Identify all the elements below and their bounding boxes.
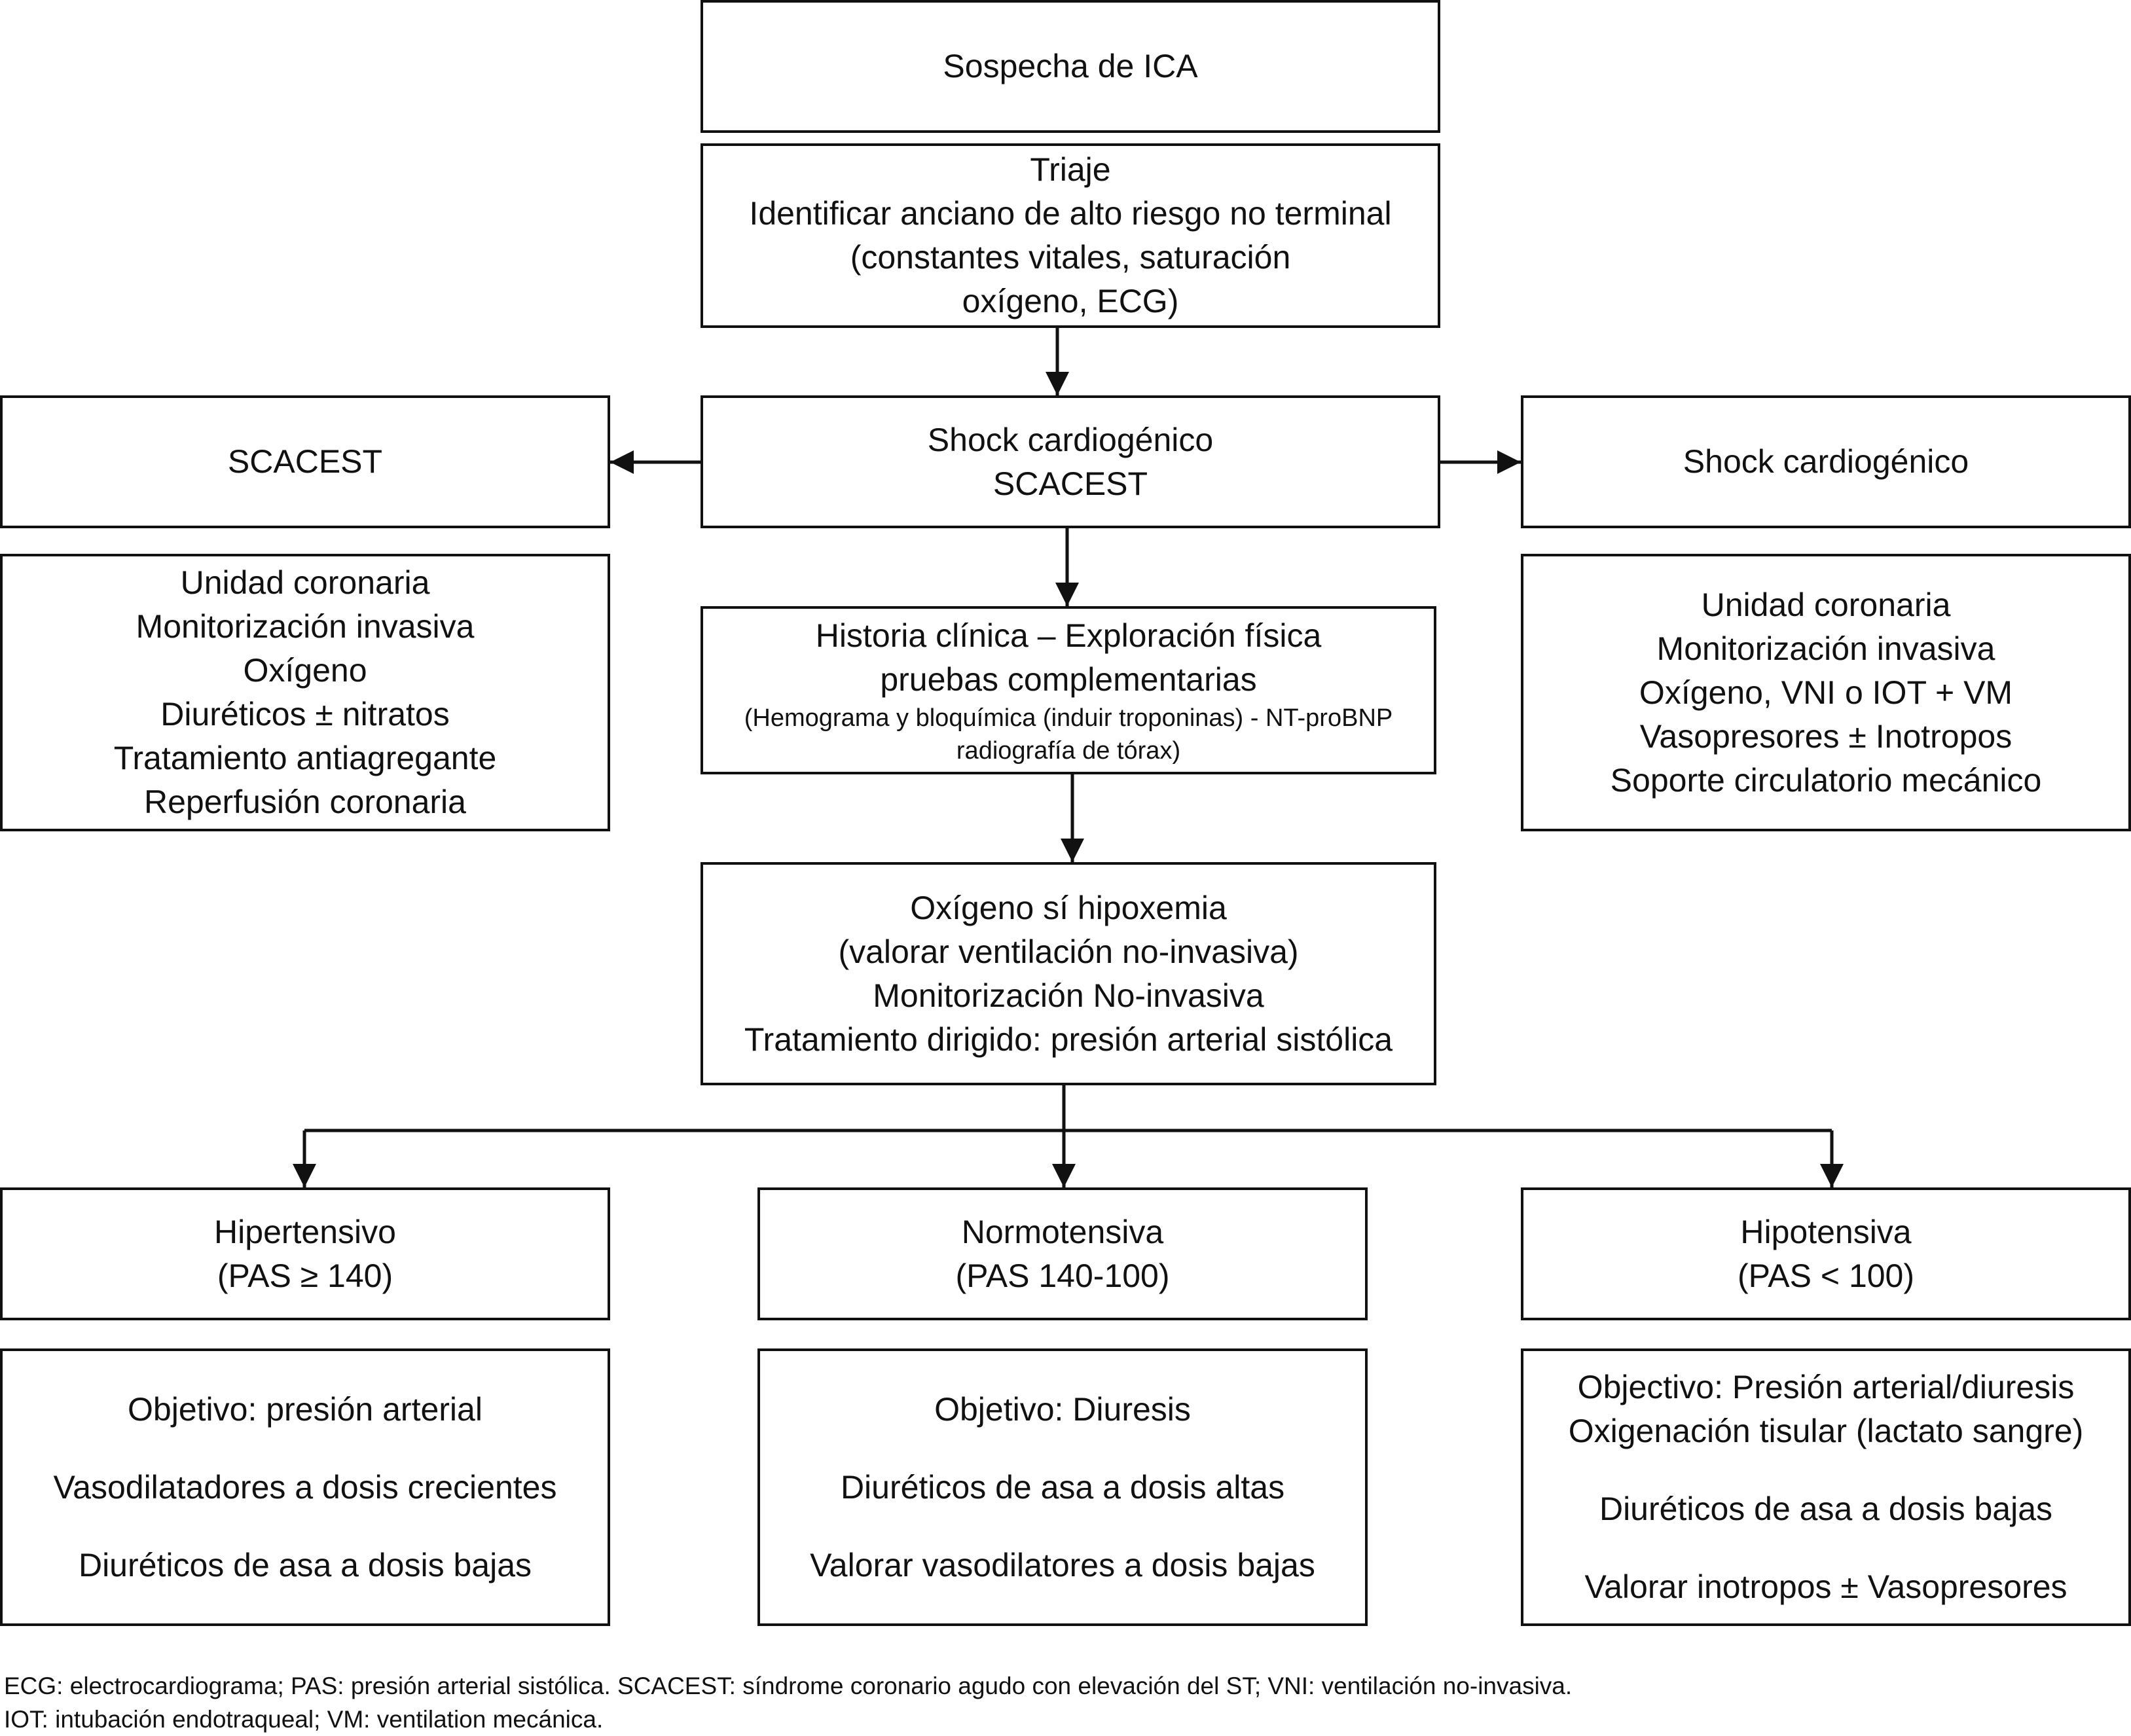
node-historia: Historia clínica – Exploración física pru… (701, 606, 1436, 774)
footnotes: ECG: electrocardiograma; PAS: presión ar… (4, 1669, 1572, 1736)
node-text: Sospecha de ICA (943, 48, 1198, 84)
node-text: Monitorización invasiva (136, 608, 475, 645)
node-text: (PAS < 100) (1737, 1257, 1915, 1294)
node-text: (PAS ≥ 140) (217, 1257, 393, 1294)
node-sospecha: Sospecha de ICA (701, 0, 1440, 133)
node-text: Monitorización No-invasiva (873, 977, 1264, 1014)
node-text: Oxigenación tisular (lactato sangre) (1568, 1413, 2084, 1449)
node-text: SCACEST (227, 443, 383, 480)
node-text: Shock cardiogénico (927, 421, 1214, 458)
node-text: Unidad coronaria (1701, 586, 1951, 623)
node-text: Identificar anciano de alto riesgo no te… (749, 195, 1392, 232)
node-text: SCACEST (993, 465, 1148, 502)
node-text: (PAS 140-100) (955, 1257, 1170, 1294)
node-text: Tratamiento dirigido: presión arterial s… (744, 1021, 1393, 1058)
node-text: pruebas complementarias (880, 660, 1257, 698)
node-text: oxígeno, ECG) (962, 283, 1179, 319)
node-text: Objetivo: Diuresis (934, 1390, 1191, 1428)
node-hipotensiva: Hipotensiva (PAS < 100) (1521, 1187, 2131, 1320)
node-text: Triaje (1030, 151, 1111, 188)
node-hipertensivo: Hipertensivo (PAS ≥ 140) (0, 1187, 610, 1320)
node-text: (valorar ventilación no-invasiva) (838, 933, 1299, 970)
node-shock-right: Shock cardiogénico (1521, 395, 2131, 528)
node-text: Oxígeno sí hipoxemia (910, 889, 1227, 926)
node-text: Diuréticos ± nitratos (160, 696, 450, 732)
node-normotensiva: Normotensiva (PAS 140-100) (757, 1187, 1368, 1320)
node-text: Tratamiento antiagregante (113, 740, 497, 776)
footnote-2: IOT: intubación endotraqueal; VM: ventil… (4, 1706, 604, 1733)
node-text: (constantes vitales, saturación (850, 239, 1291, 276)
node-text: Objetivo: presión arterial (128, 1390, 483, 1428)
node-text: Hipertensivo (214, 1213, 396, 1250)
node-text: Diuréticos de asa a dosis altas (840, 1468, 1285, 1506)
node-text: Shock cardiogénico (1683, 443, 1969, 480)
node-text: Normotensiva (961, 1213, 1164, 1250)
node-text: Diuréticos de asa a dosis bajas (78, 1546, 532, 1583)
node-oxigeno: Oxígeno sí hipoxemia (valorar ventilación… (701, 862, 1436, 1085)
node-text: radiografía de tórax) (956, 736, 1181, 765)
node-text: Reperfusión coronaria (144, 784, 466, 820)
node-text: Oxígeno (243, 652, 367, 689)
node-text: Soporte circulatorio mecánico (1610, 761, 2042, 799)
node-text: Valorar vasodilatores a dosis bajas (810, 1546, 1315, 1583)
node-text: Oxígeno, VNI o IOT + VM (1639, 674, 2013, 711)
node-text: Vasopresores ± Inotropos (1639, 717, 2013, 755)
node-text: Historia clínica – Exploración física (815, 617, 1322, 654)
node-text: Hipotensiva (1740, 1213, 1912, 1250)
node-text: Monitorización invasiva (1656, 630, 1995, 667)
node-scacest: SCACEST (0, 395, 610, 528)
node-text: Diuréticos de asa a dosis bajas (1599, 1491, 2053, 1527)
node-text: Vasodilatadores a dosis crecientes (53, 1468, 557, 1506)
node-text: Unidad coronaria (180, 564, 430, 601)
node-text: Objectivo: Presión arterial/diuresis (1577, 1369, 2075, 1405)
footnote-1: ECG: electrocardiograma; PAS: presión ar… (4, 1673, 1573, 1699)
node-text: (Hemograma y bloquímica (induir troponin… (744, 704, 1393, 732)
node-text: Valorar inotropos ± Vasopresores (1584, 1568, 2067, 1605)
